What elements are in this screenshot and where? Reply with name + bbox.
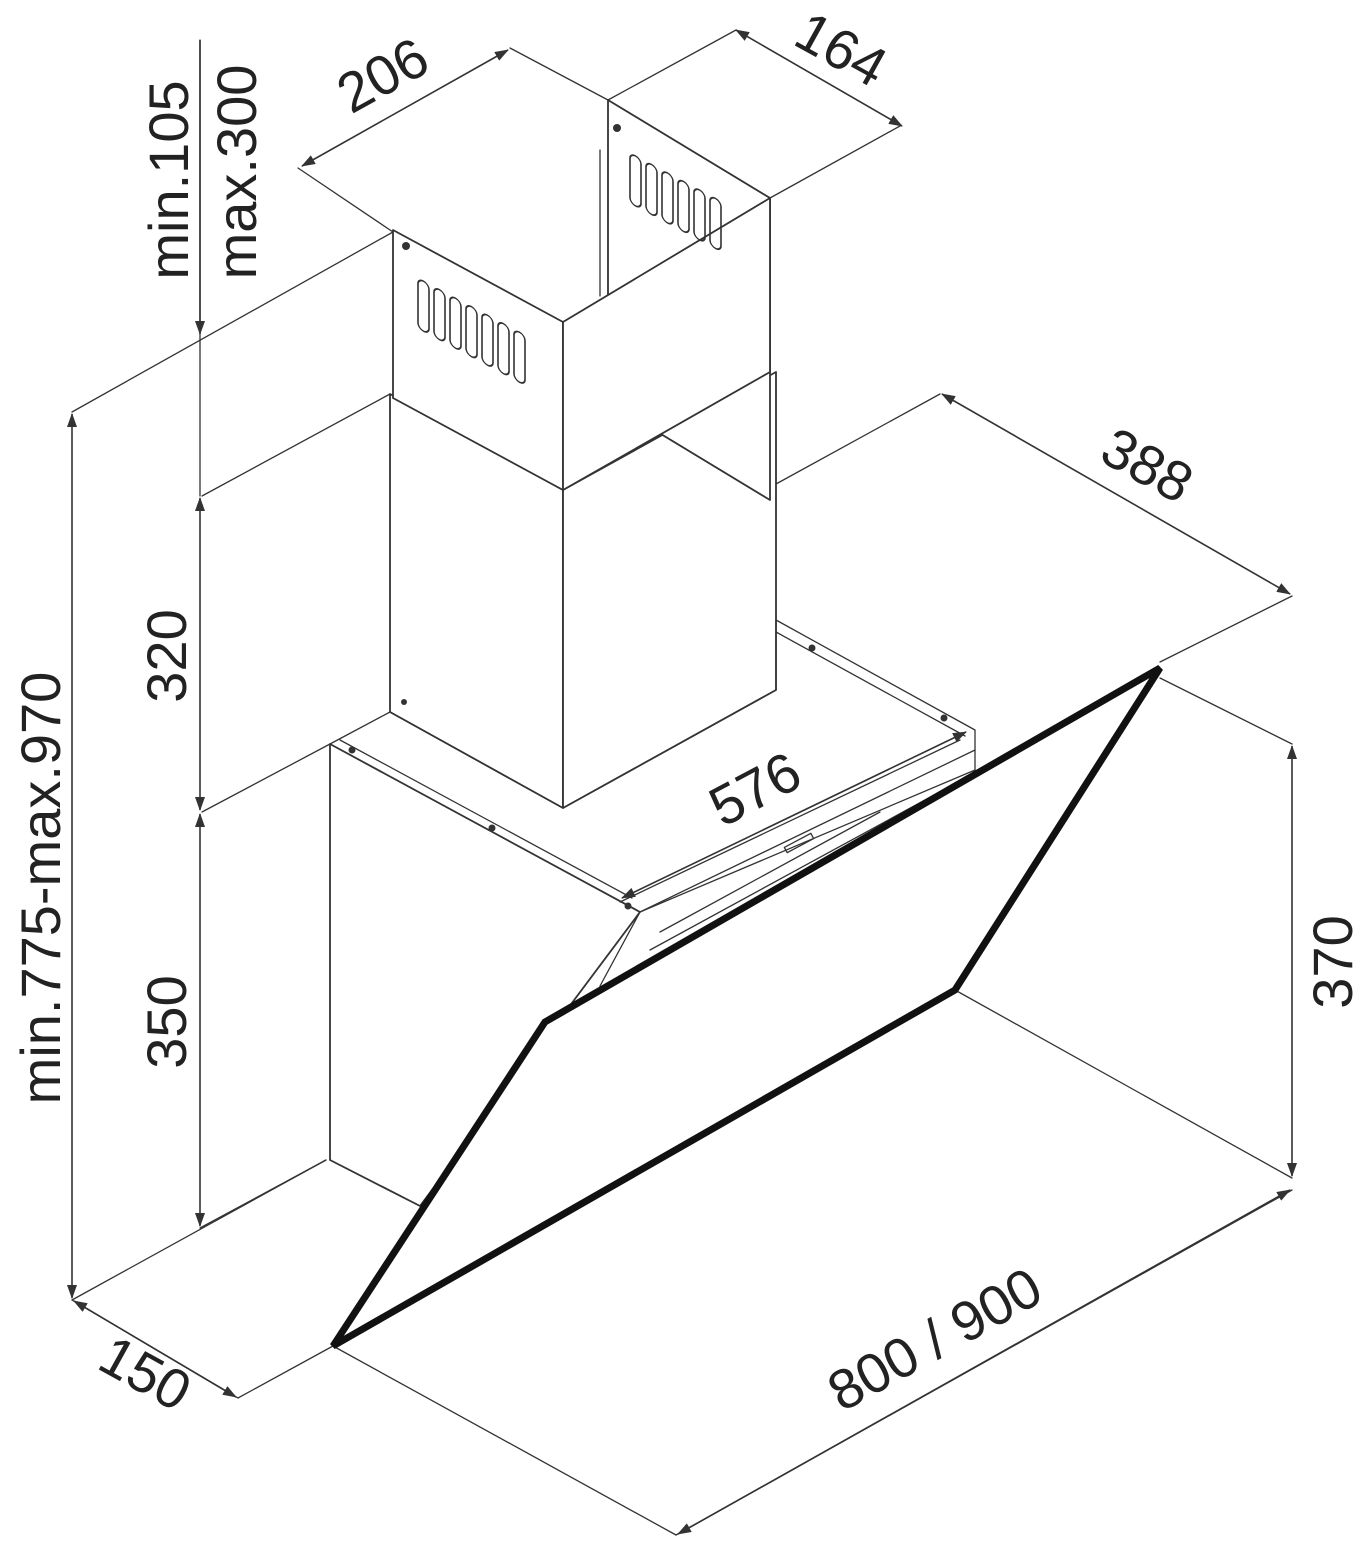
vent-slots-right bbox=[629, 154, 722, 251]
dim-388 bbox=[941, 393, 1291, 595]
dimension-lines bbox=[67, 29, 1297, 1535]
dim-150 bbox=[73, 1300, 237, 1398]
label-388: 388 bbox=[1091, 415, 1203, 515]
label-164: 164 bbox=[785, 0, 897, 99]
screw-hole bbox=[401, 699, 407, 705]
label-150: 150 bbox=[89, 1323, 201, 1423]
label-max-300: max.300 bbox=[205, 65, 268, 280]
vent-slots-left bbox=[417, 279, 526, 384]
label-206: 206 bbox=[326, 25, 438, 125]
dim-576 bbox=[621, 731, 967, 899]
screw-hole bbox=[402, 242, 410, 250]
dim-206 bbox=[301, 49, 509, 167]
dim-164 bbox=[735, 29, 903, 127]
dim-800-900 bbox=[677, 1189, 1291, 1535]
screw-hole bbox=[624, 902, 632, 910]
label-370: 370 bbox=[1301, 915, 1364, 1008]
screw-hole bbox=[613, 124, 621, 132]
label-350: 350 bbox=[135, 975, 198, 1068]
label-800-900: 800 / 900 bbox=[817, 1255, 1052, 1423]
screw-hole bbox=[348, 746, 356, 754]
label-320: 320 bbox=[135, 609, 198, 702]
screw-hole bbox=[808, 644, 816, 652]
label-total-height: min.775-max.970 bbox=[9, 672, 72, 1105]
label-min-105: min.105 bbox=[137, 80, 200, 279]
screw-hole bbox=[940, 714, 948, 722]
screw-hole bbox=[488, 824, 496, 832]
label-576: 576 bbox=[699, 739, 811, 838]
upper-chimney bbox=[392, 99, 771, 501]
